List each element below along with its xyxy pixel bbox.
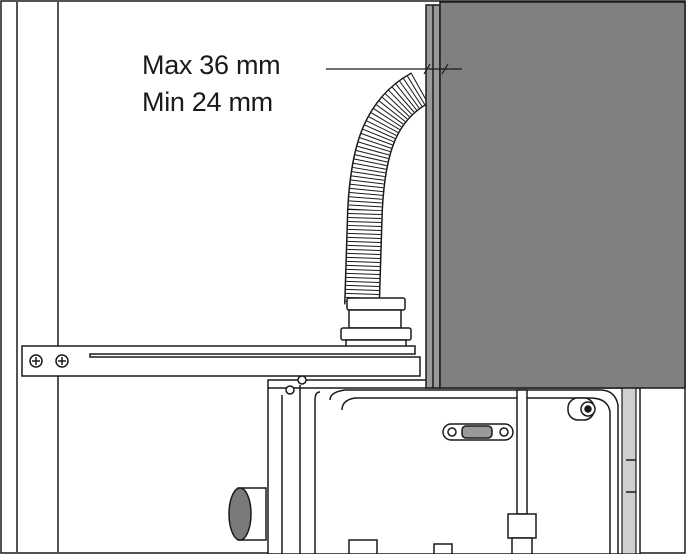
pipe-fitting-icon — [340, 297, 412, 351]
mounting-bracket — [21, 345, 421, 377]
hose-icon — [344, 72, 430, 306]
min-thickness-label: Min 24 mm — [142, 87, 273, 117]
adjustment-knob — [567, 397, 596, 421]
screw-icon — [285, 385, 295, 395]
screw-icon — [297, 375, 307, 385]
drain-port — [228, 487, 267, 541]
max-thickness-label: Max 36 mm — [142, 50, 281, 80]
supply-pipes — [348, 389, 537, 554]
cabinet-side-wall — [16, 2, 59, 552]
door-panel — [425, 1, 686, 389]
level-indicator-icon — [442, 423, 514, 441]
dimension-marker — [326, 63, 462, 75]
right-wall-strip — [621, 379, 637, 554]
